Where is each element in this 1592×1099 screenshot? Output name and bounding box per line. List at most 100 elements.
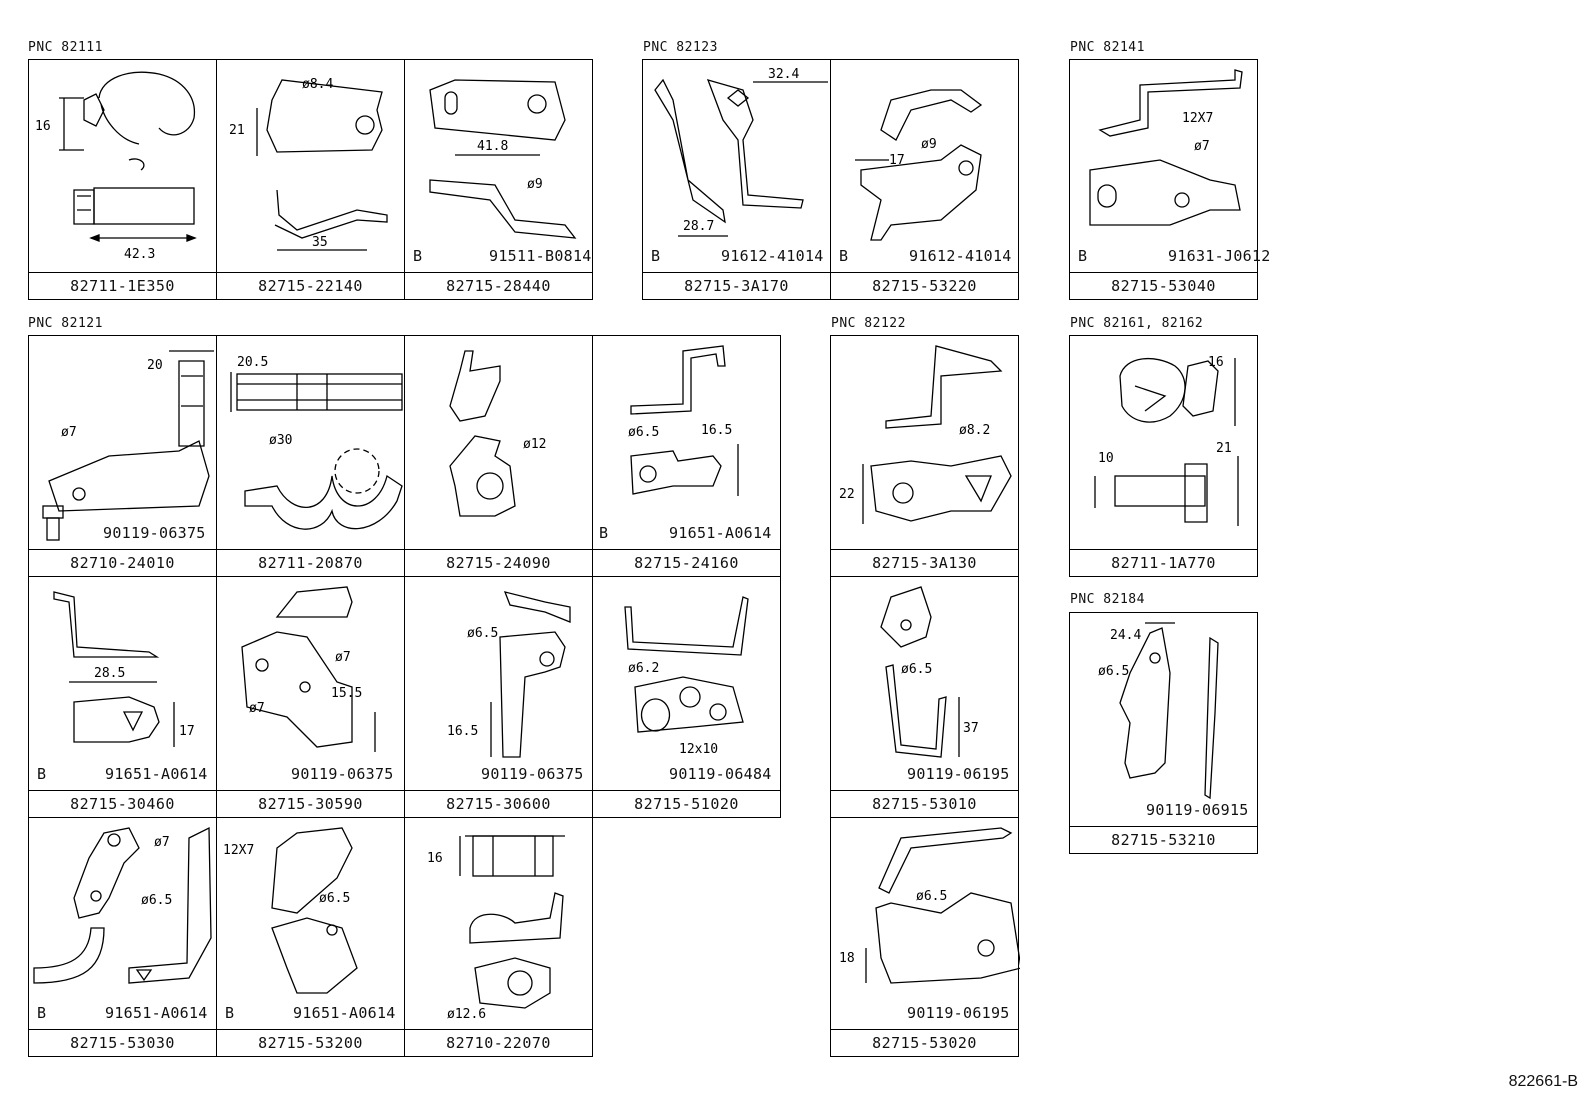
part-cell-82715-53030[interactable]: ø7 ø6.5 B 91651-A0614 82715-53030 [28, 817, 217, 1057]
dim-label: 28.5 [94, 666, 125, 681]
part-cell-82715-30600[interactable]: ø6.5 16.5 90119-06375 82715-30600 [404, 576, 593, 818]
bolt-marker-b: B [599, 524, 609, 542]
dim-label: ø30 [269, 433, 292, 448]
dim-label: 20.5 [237, 355, 268, 370]
dim-label: ø6.5 [901, 662, 932, 677]
part-cell-82715-53200[interactable]: 12X7 ø6.5 B 91651-A0614 82715-53200 [216, 817, 405, 1057]
dim-label: ø6.5 [319, 891, 350, 906]
bracket-drawing: ø6.2 12x10 [624, 596, 749, 757]
dim-label: 18 [839, 951, 855, 966]
clip-drawing: 16 42.3 [35, 71, 197, 262]
part-number: 82715-24090 [405, 549, 592, 576]
part-number: 82710-22070 [405, 1029, 592, 1056]
bracket-drawing: 32.4 28.7 [654, 67, 828, 237]
part-cell-82715-24160[interactable]: ø6.5 16.5 B 91651-A0614 82715-24160 [592, 335, 781, 577]
hardware-ref: 91511-B0814 [489, 247, 592, 265]
part-cell-82711-1E350[interactable]: 16 42.3 82711-1E350 [28, 59, 217, 300]
bracket-drawing: 20 ø7 [42, 350, 214, 541]
part-cell-82715-53210[interactable]: 24.4 ø6.5 90119-06915 82715-53210 [1069, 612, 1258, 854]
bracket-drawing: 12X7 ø7 [1089, 69, 1243, 226]
part-cell-82715-53010[interactable]: ø6.5 37 90119-06195 82715-53010 [830, 576, 1019, 818]
hardware-ref: 91612-41014 [721, 247, 824, 265]
part-cell-82710-24010[interactable]: 20 ø7 90119-06375 82710-24010 [28, 335, 217, 577]
part-number: 82715-22140 [217, 272, 404, 299]
bolt-marker-b: B [413, 247, 423, 265]
bracket-drawing: ø8.4 21 35 [229, 77, 388, 251]
clamp-drawing: 20.5 ø30 [230, 355, 403, 530]
bracket-drawing: 12X7 ø6.5 [223, 827, 358, 994]
pnc-label-82111: PNC 82111 [28, 40, 103, 55]
part-cell-82715-53020[interactable]: ø6.5 18 90119-06195 82715-53020 [830, 817, 1020, 1057]
bolt-marker-b: B [37, 765, 47, 783]
part-cell-82715-51020[interactable]: ø6.2 12x10 90119-06484 82715-51020 [592, 576, 781, 818]
bracket-drawing: ø7 ø7 15.5 [241, 586, 376, 752]
part-cell-82715-28440[interactable]: 41.8 ø9 B 91511-B0814 82715-28440 [404, 59, 593, 300]
part-cell-82715-3A130[interactable]: ø8.2 22 82715-3A130 [830, 335, 1019, 577]
part-number: 82710-24010 [29, 549, 216, 576]
part-number: 82715-24160 [593, 549, 780, 576]
part-cell-82715-30460[interactable]: 28.5 17 B 91651-A0614 82715-30460 [28, 576, 217, 818]
part-cell-82711-1A770[interactable]: 16 10 21 82711-1A770 [1069, 335, 1258, 577]
dim-label: ø7 [249, 701, 265, 716]
hardware-ref: 91612-41014 [909, 247, 1012, 265]
bolt-marker-b: B [225, 1004, 235, 1022]
hardware-ref: 91651-A0614 [669, 524, 772, 542]
part-cell-82715-53220[interactable]: 17 ø9 B 91612-41014 82715-53220 [830, 59, 1019, 300]
pnc-label-82141: PNC 82141 [1070, 40, 1145, 55]
dim-label: ø6.5 [916, 889, 947, 904]
dim-label: ø8.4 [302, 77, 333, 92]
clip-drawing: 16 ø12.6 [427, 835, 565, 1022]
part-number: 82715-28440 [405, 272, 592, 299]
bolt-marker-b: B [651, 247, 661, 265]
dim-label: 12X7 [1182, 111, 1213, 126]
bracket-drawing: 24.4 ø6.5 [1098, 622, 1219, 800]
part-cell-82715-30590[interactable]: ø7 ø7 15.5 90119-06375 82715-30590 [216, 576, 405, 818]
bracket-drawing: ø6.5 37 [880, 586, 979, 758]
bracket-drawing: ø6.5 16.5 [628, 345, 739, 496]
bracket-drawing: 17 ø9 [855, 89, 983, 241]
dim-label: 32.4 [768, 67, 799, 82]
dim-label: ø7 [61, 425, 77, 440]
dim-label: 16 [427, 851, 443, 866]
part-number: 82715-30600 [405, 790, 592, 817]
hardware-ref: 90119-06375 [481, 765, 584, 783]
dim-label: ø7 [154, 835, 170, 850]
dim-label: ø7 [1194, 139, 1210, 154]
part-cell-82710-22070[interactable]: 16 ø12.6 82710-22070 [404, 817, 593, 1057]
bracket-drawing: ø12 [449, 350, 546, 517]
dim-label: 16 [35, 119, 51, 134]
dim-label: 21 [229, 123, 245, 138]
part-cell-82715-24090[interactable]: ø12 82715-24090 [404, 335, 593, 577]
part-cell-82711-20870[interactable]: 20.5 ø30 82711-20870 [216, 335, 405, 577]
part-number: 82715-53220 [831, 272, 1018, 299]
part-cell-82715-3A170[interactable]: 32.4 28.7 B 91612-41014 82715-3A170 [642, 59, 831, 300]
dim-label: ø6.2 [628, 661, 659, 676]
pnc-label-82121: PNC 82121 [28, 316, 103, 331]
part-number: 82715-53020 [831, 1029, 1018, 1056]
hardware-ref: 90119-06375 [291, 765, 394, 783]
dim-label: ø12.6 [447, 1007, 486, 1022]
part-number: 82715-53030 [29, 1029, 216, 1056]
bolt-marker-b: B [1078, 247, 1088, 265]
dim-label: ø8.2 [959, 423, 990, 438]
part-number: 82715-53010 [831, 790, 1018, 817]
document-id: 822661-B [1508, 1073, 1578, 1090]
hardware-ref: 91631-J0612 [1168, 247, 1271, 265]
part-number: 82715-30460 [29, 790, 216, 817]
dim-label: 16.5 [701, 423, 732, 438]
dim-label: 37 [963, 721, 979, 736]
pnc-label-82122: PNC 82122 [831, 316, 906, 331]
dim-label: 12x10 [679, 742, 718, 757]
part-number: 82715-53210 [1070, 826, 1257, 853]
dim-label: ø6.5 [628, 425, 659, 440]
clip-drawing: 16 10 21 [1094, 355, 1239, 526]
part-cell-82715-53040[interactable]: 12X7 ø7 B 91631-J0612 82715-53040 [1069, 59, 1270, 300]
hardware-ref: 90119-06195 [907, 1004, 1010, 1022]
bracket-drawing: 41.8 ø9 [429, 79, 577, 239]
part-number: 82715-53200 [217, 1029, 404, 1056]
pnc-label-82184: PNC 82184 [1070, 592, 1145, 607]
dim-label: ø9 [527, 177, 543, 192]
hardware-ref: 90119-06375 [103, 524, 206, 542]
part-cell-82715-22140[interactable]: ø8.4 21 35 82715-22140 [216, 59, 405, 300]
dim-label: 24.4 [1110, 628, 1141, 643]
